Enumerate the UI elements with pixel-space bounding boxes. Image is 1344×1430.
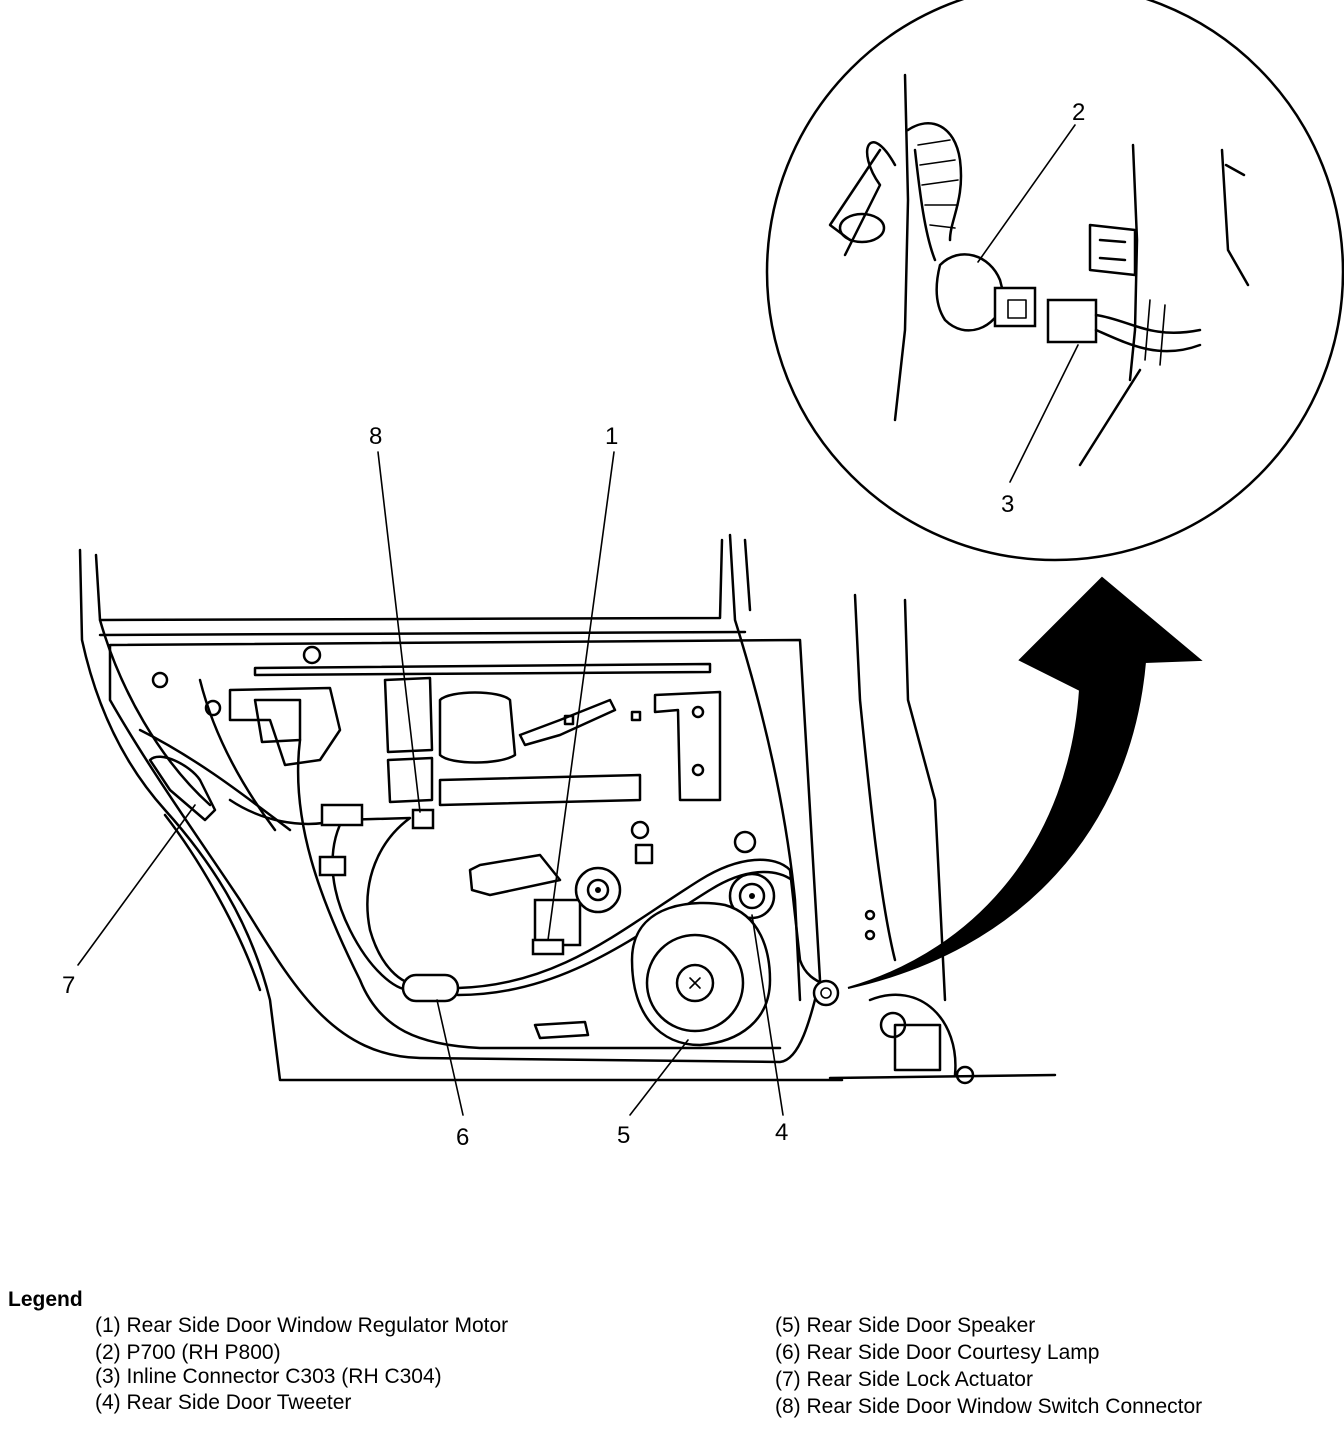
harness-connector	[812, 979, 840, 1007]
switch-connector	[411, 808, 435, 830]
legend-item: (6) Rear Side Door Courtesy Lamp	[775, 1341, 1100, 1364]
window-regulator-motor	[533, 898, 582, 947]
rear-door-illustration	[78, 533, 1057, 1085]
door-wiring-diagram: 2 3	[62, 0, 1344, 1151]
legend-title: Legend	[8, 1288, 83, 1311]
leader-6	[436, 999, 464, 1116]
callout-5: 5	[617, 1122, 630, 1149]
courtesy-lamp	[401, 973, 460, 1003]
leader-2	[977, 124, 1076, 263]
leader-8	[377, 451, 421, 813]
legend-item: (4) Rear Side Door Tweeter	[95, 1391, 352, 1414]
legend-item: (8) Rear Side Door Window Switch Connect…	[775, 1395, 1203, 1418]
leader-7	[77, 804, 196, 966]
legend-left-column: (1) Rear Side Door Window Regulator Moto…	[95, 1312, 508, 1416]
legend-item: (1) Rear Side Door Window Regulator Moto…	[95, 1314, 509, 1337]
detail-circle-outline	[765, 0, 1344, 562]
legend-item: (5) Rear Side Door Speaker	[775, 1314, 1036, 1337]
leader-1	[547, 451, 615, 941]
callout-8: 8	[369, 423, 382, 450]
speaker	[630, 901, 772, 1047]
legend: Legend (1) Rear Side Door Window Regulat…	[0, 1280, 1344, 1430]
leader-5	[629, 1039, 689, 1116]
callout-2: 2	[1072, 99, 1085, 126]
leader-3	[1009, 344, 1079, 483]
callout-7: 7	[62, 972, 75, 999]
callout-6: 6	[456, 1124, 469, 1151]
detail-arrow	[847, 576, 1203, 989]
legend-item: (2) P700 (RH P800)	[95, 1341, 281, 1364]
legend-right-column: (5) Rear Side Door Speaker (6) Rear Side…	[775, 1312, 1202, 1420]
legend-item: (3) Inline Connector C303 (RH C304)	[95, 1365, 442, 1388]
leader-4	[751, 914, 784, 1116]
callout-1: 1	[605, 423, 618, 450]
legend-item: (7) Rear Side Lock Actuator	[775, 1368, 1033, 1391]
callout-4: 4	[775, 1119, 788, 1146]
callout-3: 3	[1001, 491, 1014, 518]
connector-detail-inset: 2 3	[765, 0, 1344, 562]
